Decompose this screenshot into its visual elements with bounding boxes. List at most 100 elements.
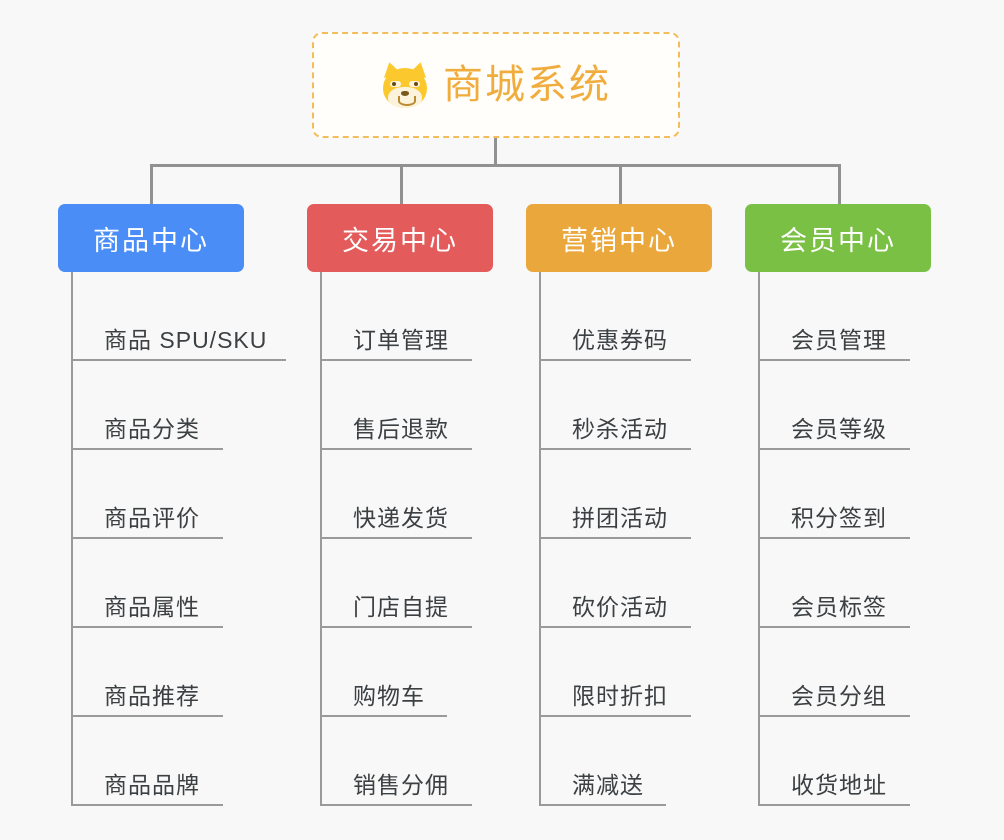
leaf-item[interactable]: 商品 SPU/SKU (58, 272, 286, 361)
category-title: 交易中心 (342, 225, 458, 256)
leaf-list-marketing-center: 优惠券码 秒杀活动 拼团活动 砍价活动 限时折扣 满减送 (526, 272, 712, 806)
leaf-underline (71, 537, 223, 539)
category-header-trade-center[interactable]: 交易中心 (307, 204, 493, 272)
leaf-spine (320, 272, 322, 806)
leaf-underline (71, 448, 223, 450)
branch-member-center: 会员中心 会员管理 会员等级 积分签到 会员标签 会员分组 (745, 204, 931, 806)
leaf-underline (758, 626, 910, 628)
category-title: 营销中心 (561, 225, 677, 256)
category-header-product-center[interactable]: 商品中心 (58, 204, 244, 272)
connector-horizontal-bus (150, 164, 840, 167)
category-title: 会员中心 (780, 225, 896, 256)
leaf-underline (758, 804, 910, 806)
leaf-underline (71, 626, 223, 628)
leaf-underline (758, 359, 910, 361)
leaf-label: 会员等级 (791, 416, 887, 442)
leaf-list-trade-center: 订单管理 售后退款 快递发货 门店自提 购物车 销售分佣 (307, 272, 493, 806)
leaf-item[interactable]: 会员管理 (745, 272, 931, 361)
leaf-list-product-center: 商品 SPU/SKU 商品分类 商品评价 商品属性 商品推荐 商品品牌 (58, 272, 286, 806)
leaf-label: 砍价活动 (572, 594, 668, 620)
leaf-underline (539, 537, 691, 539)
leaf-item[interactable]: 优惠券码 (526, 272, 712, 361)
category-header-marketing-center[interactable]: 营销中心 (526, 204, 712, 272)
leaf-item[interactable]: 销售分佣 (307, 717, 493, 806)
leaf-spine (71, 272, 73, 806)
leaf-label: 秒杀活动 (572, 416, 668, 442)
connector-root-stem (494, 138, 497, 166)
leaf-label: 订单管理 (353, 327, 449, 353)
leaf-item[interactable]: 拼团活动 (526, 450, 712, 539)
leaf-label: 商品 SPU/SKU (104, 327, 268, 353)
branch-product-center: 商品中心 商品 SPU/SKU 商品分类 商品评价 商品属性 商品推荐 (58, 204, 286, 806)
leaf-item[interactable]: 砍价活动 (526, 539, 712, 628)
category-title: 商品中心 (93, 225, 209, 256)
leaf-label: 商品评价 (104, 505, 200, 531)
leaf-item[interactable]: 限时折扣 (526, 628, 712, 717)
leaf-underline (71, 715, 223, 717)
leaf-label: 购物车 (353, 683, 425, 709)
leaf-item[interactable]: 商品分类 (58, 361, 267, 450)
leaf-underline (320, 804, 472, 806)
leaf-item[interactable]: 满减送 (526, 717, 712, 806)
leaf-item[interactable]: 商品评价 (58, 450, 267, 539)
leaf-spine (539, 272, 541, 806)
leaf-underline (539, 448, 691, 450)
root-node[interactable]: 商城系统 (312, 32, 680, 138)
leaf-underline (758, 715, 910, 717)
leaf-underline (71, 359, 286, 361)
leaf-item[interactable]: 快递发货 (307, 450, 493, 539)
leaf-item[interactable]: 会员分组 (745, 628, 931, 717)
leaf-spine (758, 272, 760, 806)
leaf-underline (539, 359, 691, 361)
shiba-inu-icon (380, 60, 430, 108)
leaf-underline (758, 448, 910, 450)
connector-drop-4 (838, 164, 841, 204)
leaf-underline (758, 537, 910, 539)
branch-trade-center: 交易中心 订单管理 售后退款 快递发货 门店自提 购物车 (307, 204, 493, 806)
leaf-label: 拼团活动 (572, 505, 668, 531)
leaf-label: 售后退款 (353, 416, 449, 442)
leaf-item[interactable]: 售后退款 (307, 361, 493, 450)
leaf-label: 销售分佣 (353, 772, 449, 798)
leaf-item[interactable]: 秒杀活动 (526, 361, 712, 450)
leaf-label: 商品品牌 (104, 772, 200, 798)
leaf-item[interactable]: 商品推荐 (58, 628, 267, 717)
leaf-label: 会员分组 (791, 683, 887, 709)
branch-marketing-center: 营销中心 优惠券码 秒杀活动 拼团活动 砍价活动 限时折扣 (526, 204, 712, 806)
leaf-underline (539, 626, 691, 628)
root-title: 商城系统 (443, 63, 611, 107)
leaf-underline (320, 448, 472, 450)
leaf-underline (539, 804, 666, 806)
leaf-label: 优惠券码 (572, 327, 668, 353)
leaf-list-member-center: 会员管理 会员等级 积分签到 会员标签 会员分组 收货地址 (745, 272, 931, 806)
leaf-label: 商品分类 (104, 416, 200, 442)
leaf-item[interactable]: 门店自提 (307, 539, 493, 628)
leaf-item[interactable]: 会员标签 (745, 539, 931, 628)
leaf-item[interactable]: 订单管理 (307, 272, 493, 361)
leaf-label: 商品属性 (104, 594, 200, 620)
leaf-label: 会员管理 (791, 327, 887, 353)
leaf-underline (539, 715, 691, 717)
leaf-underline (320, 626, 472, 628)
leaf-underline (320, 715, 447, 717)
leaf-label: 限时折扣 (572, 683, 668, 709)
leaf-item[interactable]: 购物车 (307, 628, 493, 717)
leaf-label: 商品推荐 (104, 683, 200, 709)
leaf-item[interactable]: 会员等级 (745, 361, 931, 450)
leaf-label: 收货地址 (791, 772, 887, 798)
leaf-item[interactable]: 商品属性 (58, 539, 267, 628)
leaf-label: 会员标签 (791, 594, 887, 620)
leaf-label: 门店自提 (353, 594, 449, 620)
leaf-label: 积分签到 (791, 505, 887, 531)
connector-drop-2 (400, 164, 403, 204)
leaf-item[interactable]: 收货地址 (745, 717, 931, 806)
leaf-label: 满减送 (572, 772, 644, 798)
connector-drop-3 (619, 164, 622, 204)
connector-drop-1 (150, 164, 153, 204)
category-header-member-center[interactable]: 会员中心 (745, 204, 931, 272)
leaf-label: 快递发货 (353, 505, 449, 531)
leaf-item[interactable]: 积分签到 (745, 450, 931, 539)
leaf-underline (320, 359, 472, 361)
leaf-item[interactable]: 商品品牌 (58, 717, 267, 806)
